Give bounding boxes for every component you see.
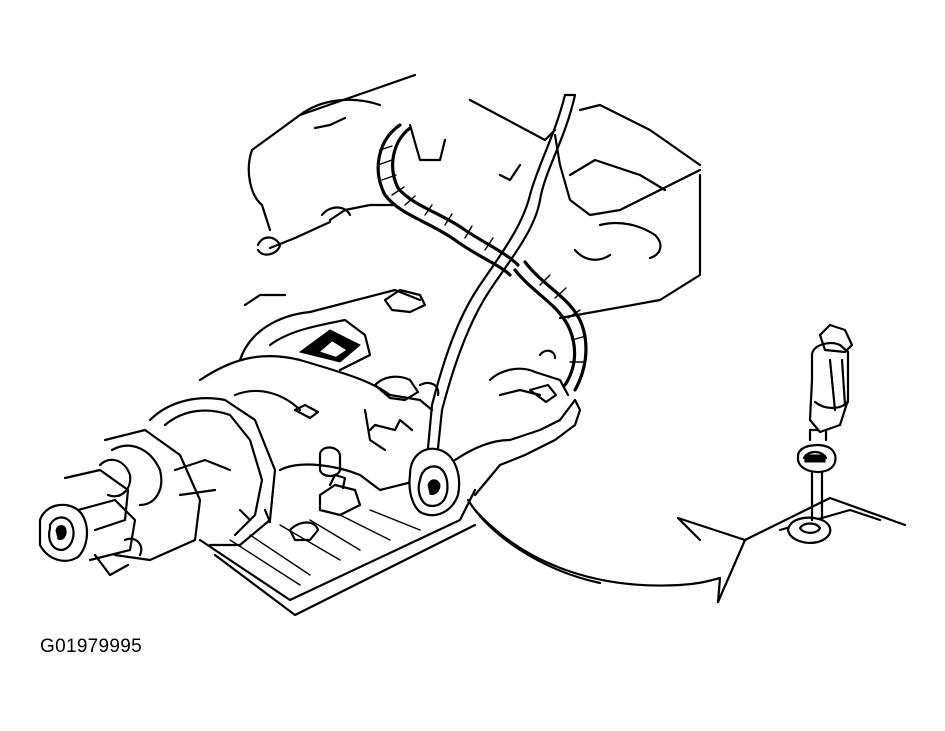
transmission-mount	[408, 349, 582, 517]
detail-arrow	[466, 498, 747, 604]
engine-block	[247, 73, 702, 320]
dipstick-tube	[426, 93, 577, 450]
tailshaft-housing	[38, 397, 277, 577]
mount-detail	[743, 323, 907, 544]
figure-id-label: G01979995	[40, 636, 143, 657]
transmission-case	[198, 288, 477, 617]
wiring-harness	[243, 123, 588, 392]
